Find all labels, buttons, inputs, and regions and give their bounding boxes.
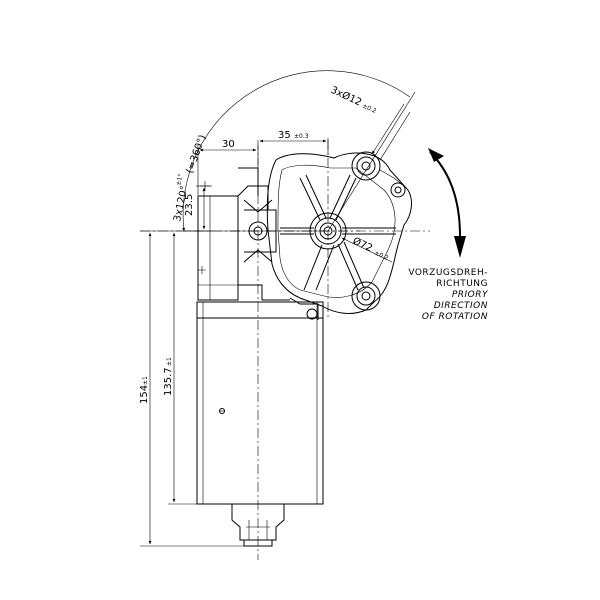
dim-pitch-label: Ø72 xyxy=(351,235,375,255)
dim-holes-tol: ±0.2 xyxy=(361,102,377,115)
mounting-boss-right xyxy=(390,182,406,198)
gearbox-side-view xyxy=(197,167,290,301)
dim-holes-label: 3xØ12 xyxy=(329,84,364,109)
dim-23-5-label: 23.5 xyxy=(184,194,195,216)
rotation-de-line2: RICHTUNG xyxy=(436,279,488,289)
rotation-direction-label: VORZUGSDREH- RICHTUNG PRIORY DIRECTION O… xyxy=(408,268,489,322)
end-cap xyxy=(231,504,285,547)
dimension-angle: 3x120° ±1° (=360°) xyxy=(172,70,416,232)
dimension-154: 154 ±1 xyxy=(139,230,244,547)
rotation-de-line1: VORZUGSDREH- xyxy=(408,268,488,278)
dim-154-tol: ±1 xyxy=(142,376,149,385)
dim-35-label: 35 xyxy=(278,130,291,141)
mounting-boss-top xyxy=(351,151,405,187)
rotation-en-line1: PRIORY xyxy=(452,290,489,300)
dim-30-label: 30 xyxy=(222,139,235,150)
dim-angle-tol: ±1° xyxy=(175,173,184,186)
rotation-arrow-icon xyxy=(428,148,466,258)
mounting-boss-bottom xyxy=(351,281,381,311)
dim-35-tol: ±0.3 xyxy=(294,133,309,140)
dimension-135-7: 135.7 ±1 xyxy=(163,232,200,505)
gearbox-housing xyxy=(266,152,412,320)
motor-housing xyxy=(196,301,324,505)
dimension-holes: 3xØ12 ±0.2 xyxy=(329,84,411,161)
dimension-pitch-circle: Ø72 ±0.2 xyxy=(341,235,393,263)
dimension-35: 35 ±0.3 xyxy=(259,130,329,155)
dim-135-7-tol: ±1 xyxy=(166,357,173,366)
rotation-en-line2: DIRECTION xyxy=(434,301,488,311)
dim-154-label: 154 xyxy=(139,385,150,404)
rotation-en-line3: OF ROTATION xyxy=(422,312,488,322)
dim-angle-note: (=360°) xyxy=(184,133,208,175)
dimension-30: 30 xyxy=(197,139,259,195)
dim-135-7-label: 135.7 xyxy=(163,367,174,396)
